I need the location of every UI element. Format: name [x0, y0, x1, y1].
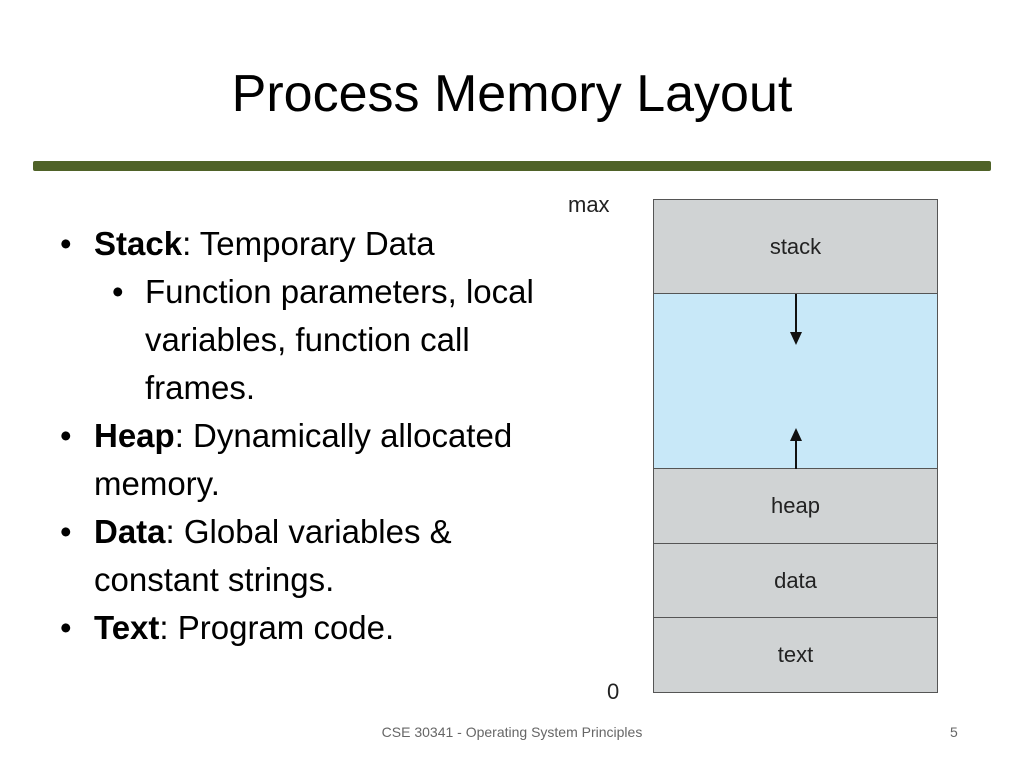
bullet-icon: •: [112, 273, 124, 310]
bullet-text: Function parameters, local: [145, 273, 534, 310]
sub-bullet: • Function parameters, local: [60, 268, 600, 316]
bullet-text: variables, function call: [145, 321, 470, 358]
memory-diagram: stack heap data text: [653, 199, 938, 693]
text-segment: text: [653, 618, 938, 693]
footer: CSE 30341 - Operating System Principles: [381, 724, 643, 740]
segment-label: stack: [769, 233, 822, 259]
term: Stack: [94, 225, 183, 262]
bullet-cont: memory.: [60, 460, 600, 508]
data-segment: data: [653, 544, 938, 618]
title-divider: [33, 161, 991, 171]
segment-label: data: [774, 567, 817, 593]
stack-segment: stack: [653, 199, 938, 294]
term: Heap: [94, 417, 175, 454]
free-space: [653, 294, 938, 469]
bullet-icon: •: [60, 513, 72, 550]
sub-bullet-cont: variables, function call: [60, 316, 600, 364]
bullet-text: frames.: [145, 369, 256, 406]
bullet-icon: •: [60, 225, 72, 262]
bullet-text: : Dynamically allocated: [174, 417, 513, 454]
term: Text: [94, 609, 160, 646]
max-label: max: [568, 192, 610, 217]
bullet-icon: •: [60, 609, 72, 646]
term: Data: [94, 513, 166, 550]
bullet-text-segment: • Text: Program code.: [60, 604, 600, 652]
heap-segment: heap: [653, 469, 938, 544]
bullet-list: • Stack: Temporary Data • Function paramet…: [60, 220, 600, 652]
sub-bullet-cont: frames.: [60, 364, 600, 412]
page-number: 5: [950, 724, 958, 740]
bullet-text: : Temporary Data: [182, 225, 435, 262]
bullet-heap: • Heap: Dynamically allocated: [60, 412, 600, 460]
bullet-text: memory.: [94, 465, 220, 502]
bullet-text: constant strings.: [94, 561, 335, 598]
bullet-text: : Program code.: [159, 609, 395, 646]
bullet-data: • Data: Global variables &: [60, 508, 600, 556]
growth-arrows-icon: [790, 294, 802, 469]
segment-label: heap: [771, 493, 820, 518]
bullet-cont: constant strings.: [60, 556, 600, 604]
bullet-stack: • Stack: Temporary Data: [60, 220, 600, 268]
segment-label: text: [777, 642, 814, 667]
zero-label: 0: [607, 679, 620, 704]
bullet-icon: •: [60, 417, 72, 454]
bullet-text: : Global variables &: [165, 513, 452, 550]
slide-title: Process Memory Layout: [231, 65, 793, 123]
